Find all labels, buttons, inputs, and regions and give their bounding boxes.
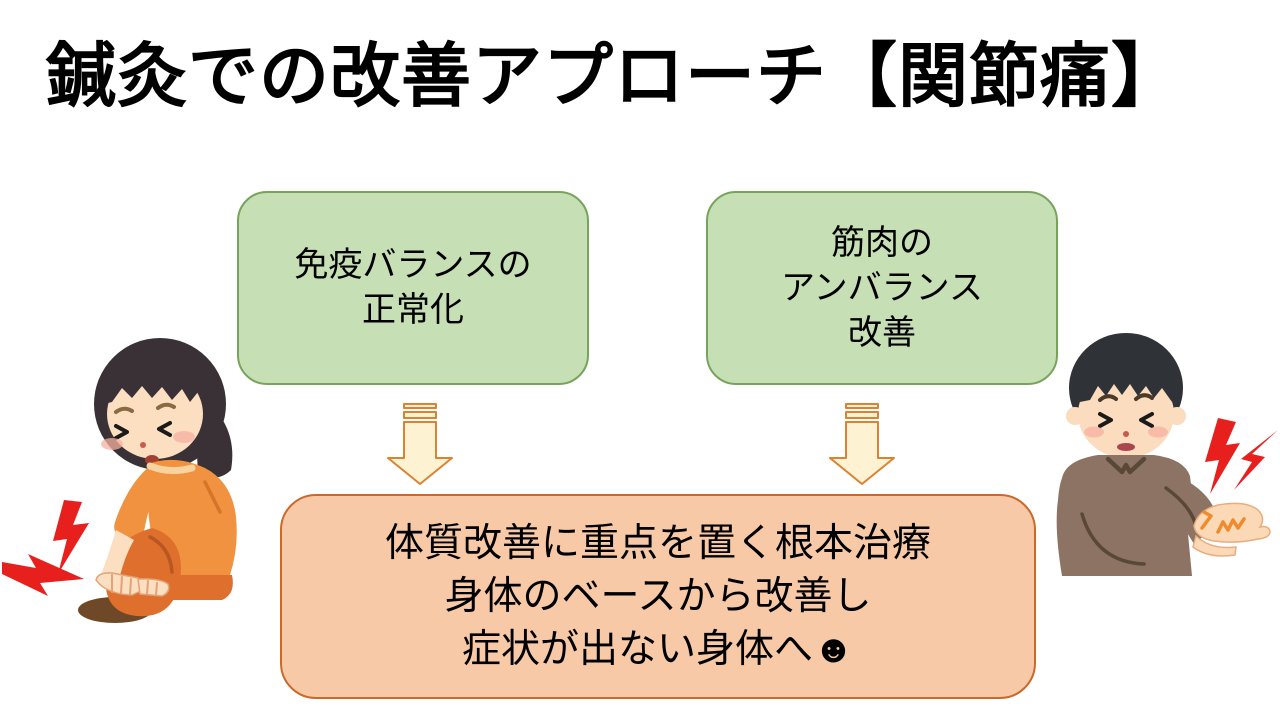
man-wrist-pain-illustration bbox=[1056, 333, 1278, 576]
result-box: 体質改善に重点を置く根本治療 身体のベースから改善し 症状が出ない身体へ☻ bbox=[280, 494, 1036, 699]
approach-box-immune: 免疫バランスの 正常化 bbox=[237, 191, 589, 385]
result-box-line-2: 身体のベースから改善し bbox=[444, 575, 872, 618]
muscle-box-line-2: アンバランス bbox=[781, 268, 983, 307]
striped-down-arrow-icon bbox=[387, 403, 453, 485]
girl-knee-pain-illustration bbox=[2, 338, 237, 623]
result-box-line-3: 症状が出ない身体へ☻ bbox=[461, 628, 855, 671]
result-box-line-1: 体質改善に重点を置く根本治療 bbox=[384, 522, 931, 565]
muscle-box-line-1: 筋肉の bbox=[831, 223, 933, 262]
striped-down-arrow-icon bbox=[829, 403, 895, 485]
muscle-box-line-3: 改善 bbox=[848, 313, 916, 352]
approach-box-muscle: 筋肉の アンバランス 改善 bbox=[706, 191, 1058, 385]
immune-box-line-2: 正常化 bbox=[362, 291, 464, 329]
page-title: 鍼灸での改善アプローチ【関節痛】 bbox=[46, 37, 1182, 115]
immune-box-line-1: 免疫バランスの bbox=[294, 246, 532, 284]
